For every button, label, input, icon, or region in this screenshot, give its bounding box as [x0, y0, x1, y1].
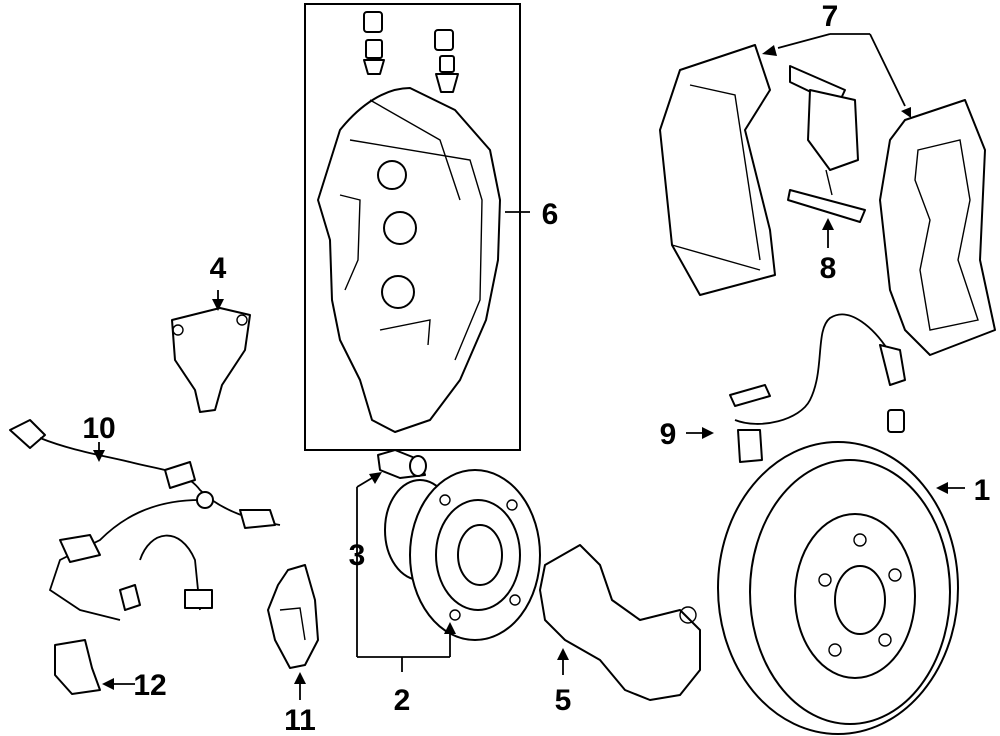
callout-6: 6 [542, 198, 559, 231]
piston-bore-1 [377, 160, 407, 190]
splash-shield-part [539, 544, 701, 701]
leader-lines [93, 33, 965, 700]
bleeder-screw-left [363, 11, 385, 75]
callout-7: 7 [822, 0, 839, 33]
piston-bore-3 [381, 275, 415, 309]
hub-bearing-assembly-part [384, 469, 541, 641]
brake-pad-left [659, 44, 776, 296]
callout-8: 8 [820, 252, 837, 285]
caliper-group-box [304, 3, 521, 451]
sensor-wiring-harness-group [9, 419, 281, 621]
bracket-part-11 [267, 564, 319, 669]
callout-4: 4 [210, 252, 227, 285]
bleeder-screw-right [434, 29, 459, 93]
clip-part-12 [54, 639, 101, 695]
callout-2: 2 [394, 684, 411, 717]
callout-3: 3 [349, 539, 366, 572]
brake-caliper-group [304, 3, 521, 451]
callout-10: 10 [82, 412, 115, 445]
bracket-part-4 [171, 307, 251, 413]
callout-9: 9 [660, 418, 677, 451]
pad-hardware-clip-group [787, 65, 866, 223]
brake-rotor-part [717, 441, 959, 735]
callout-5: 5 [555, 684, 572, 717]
brake-pad-right [879, 99, 996, 356]
callout-12: 12 [133, 669, 166, 702]
wheel-stud-part [377, 449, 427, 479]
callout-11: 11 [284, 704, 316, 736]
caliper-body [317, 87, 501, 433]
brake-hose-group [729, 313, 906, 463]
callout-1: 1 [974, 474, 991, 507]
piston-bore-2 [383, 211, 417, 245]
